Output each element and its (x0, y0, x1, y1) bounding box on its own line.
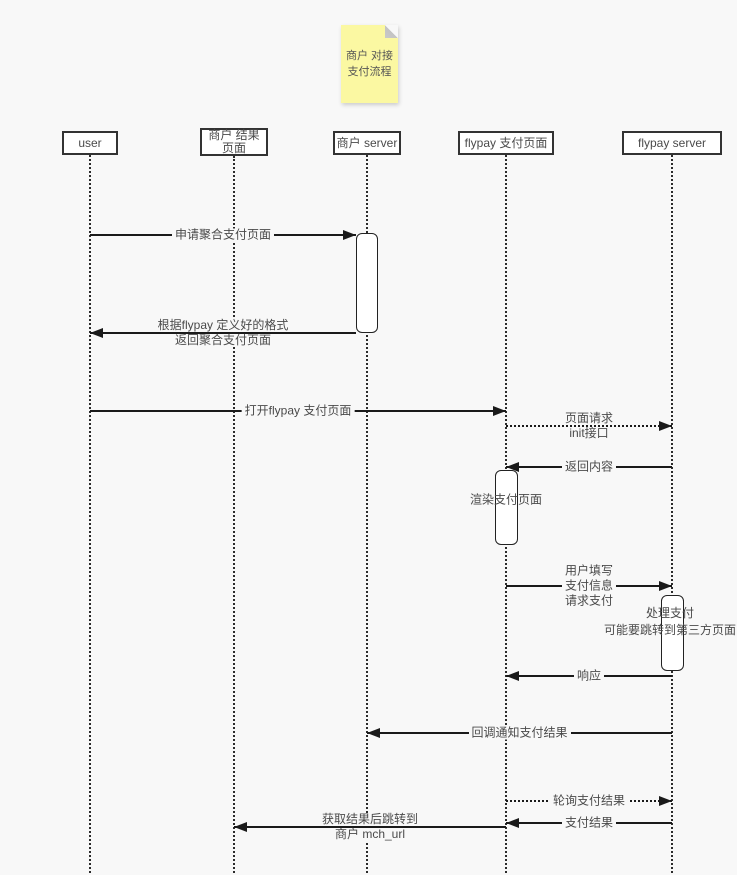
actor-box-merchant-result-page: 商户 结果页面 (200, 128, 268, 156)
msg-open-flypay-pay-page-label: 打开flypay 支付页面 (241, 404, 355, 418)
msg-user-fill-pay-info-label-line: 用户填写 (561, 564, 617, 578)
msg-response-label-line: 响应 (573, 669, 605, 683)
lifeline-flypay-server (671, 155, 673, 873)
actor-box-flypay-pay-page: flypay 支付页面 (458, 131, 554, 155)
flypay-server-activation (660, 595, 684, 671)
actor-label-user: user (78, 135, 102, 150)
msg-redirect-to-mch-url-line (234, 826, 506, 828)
msg-pay-result-label-line: 支付结果 (561, 816, 617, 830)
msg-poll-pay-result-arrowhead-icon (659, 796, 672, 806)
msg-redirect-to-mch-url-label-line: 商户 mch_url (331, 828, 409, 841)
msg-redirect-to-mch-url-label-line: 获取结果后跳转到 (318, 813, 422, 826)
msg-user-fill-pay-info-label-line: 支付信息 (561, 579, 617, 593)
note-process-payment: 处理支付可能要跳转到第三方页面 (604, 607, 736, 637)
actor-label-flypay-pay-page: flypay 支付页面 (464, 135, 548, 150)
note-render-pay-page: 渲染支付页面 (469, 492, 543, 507)
msg-response-arrowhead-icon (506, 671, 519, 681)
actor-label-flypay-server: flypay server (637, 135, 707, 150)
lifeline-user (89, 155, 91, 873)
sticky-note-line: 支付流程 (347, 66, 392, 78)
msg-user-fill-pay-info-arrowhead-icon (659, 581, 672, 591)
msg-response-label: 响应 (573, 669, 605, 683)
msg-pay-result-label: 支付结果 (561, 816, 617, 830)
note-fold-corner-icon (385, 25, 398, 38)
msg-pay-result-arrowhead-icon (506, 818, 519, 828)
msg-return-aggregate-pay-page-label-line: 返回聚合支付页面 (171, 334, 274, 347)
msg-page-request-init-api-label-line: 页面请求 (561, 412, 617, 425)
msg-open-flypay-pay-page-label-line: 打开flypay 支付页面 (241, 404, 355, 418)
actor-box-merchant-server: 商户 server (333, 131, 401, 155)
note-render-pay-page-line: 渲染支付页面 (469, 492, 543, 507)
msg-open-flypay-pay-page-arrowhead-icon (493, 406, 506, 416)
lifeline-merchant-server (366, 155, 368, 873)
lifeline-merchant-result-page (233, 156, 235, 873)
msg-request-aggregate-pay-page-label-line: 申请聚合支付页面 (171, 228, 275, 242)
actor-label-merchant-result-page: 页面 (221, 141, 246, 155)
msg-callback-notify-pay-result-label-line: 回调通知支付结果 (468, 726, 571, 740)
sticky-note: 商户 对接 支付流程 (341, 25, 398, 103)
msg-redirect-to-mch-url-label: 获取结果后跳转到商户 mch_url (318, 813, 422, 841)
actor-box-user: user (62, 131, 118, 155)
msg-callback-notify-pay-result-label: 回调通知支付结果 (468, 726, 571, 740)
msg-return-content-arrowhead-icon (506, 462, 519, 472)
msg-return-aggregate-pay-page-label-line: 根据flypay 定义好的格式 (154, 319, 292, 332)
merchant-server-activation (356, 233, 378, 333)
msg-page-request-init-api-line (506, 425, 672, 427)
msg-user-fill-pay-info-label: 用户填写支付信息请求支付 (561, 564, 617, 608)
msg-request-aggregate-pay-page-arrowhead-icon (343, 230, 356, 240)
msg-page-request-init-api-label-line: init接口 (566, 427, 612, 440)
sticky-note-line: 商户 对接 (345, 50, 394, 62)
msg-return-aggregate-pay-page-line (90, 332, 356, 334)
msg-poll-pay-result-label-line: 轮询支付结果 (549, 794, 629, 808)
msg-user-fill-pay-info-label-line: 请求支付 (561, 594, 617, 608)
note-process-payment-line: 可能要跳转到第三方页面 (603, 623, 737, 637)
msg-return-aggregate-pay-page-label: 根据flypay 定义好的格式返回聚合支付页面 (154, 319, 292, 347)
msg-page-request-init-api-label: 页面请求 init接口 (561, 412, 617, 440)
msg-request-aggregate-pay-page-label: 申请聚合支付页面 (171, 228, 275, 242)
actor-label-merchant-server: 商户 server (336, 135, 398, 150)
actor-label-merchant-result-page: 商户 结果 (208, 128, 260, 142)
msg-callback-notify-pay-result-arrowhead-icon (367, 728, 380, 738)
msg-redirect-to-mch-url-arrowhead-icon (234, 822, 247, 832)
msg-poll-pay-result-label: 轮询支付结果 (549, 794, 629, 808)
flypay-page-activation (494, 470, 518, 545)
actor-box-flypay-server: flypay server (622, 131, 722, 155)
msg-return-content-label: 返回内容 (561, 460, 617, 474)
msg-return-content-label-line: 返回内容 (561, 460, 617, 474)
note-process-payment-line: 处理支付 (645, 606, 695, 620)
msg-return-aggregate-pay-page-arrowhead-icon (90, 328, 103, 338)
msg-page-request-init-api-arrowhead-icon (659, 421, 672, 431)
